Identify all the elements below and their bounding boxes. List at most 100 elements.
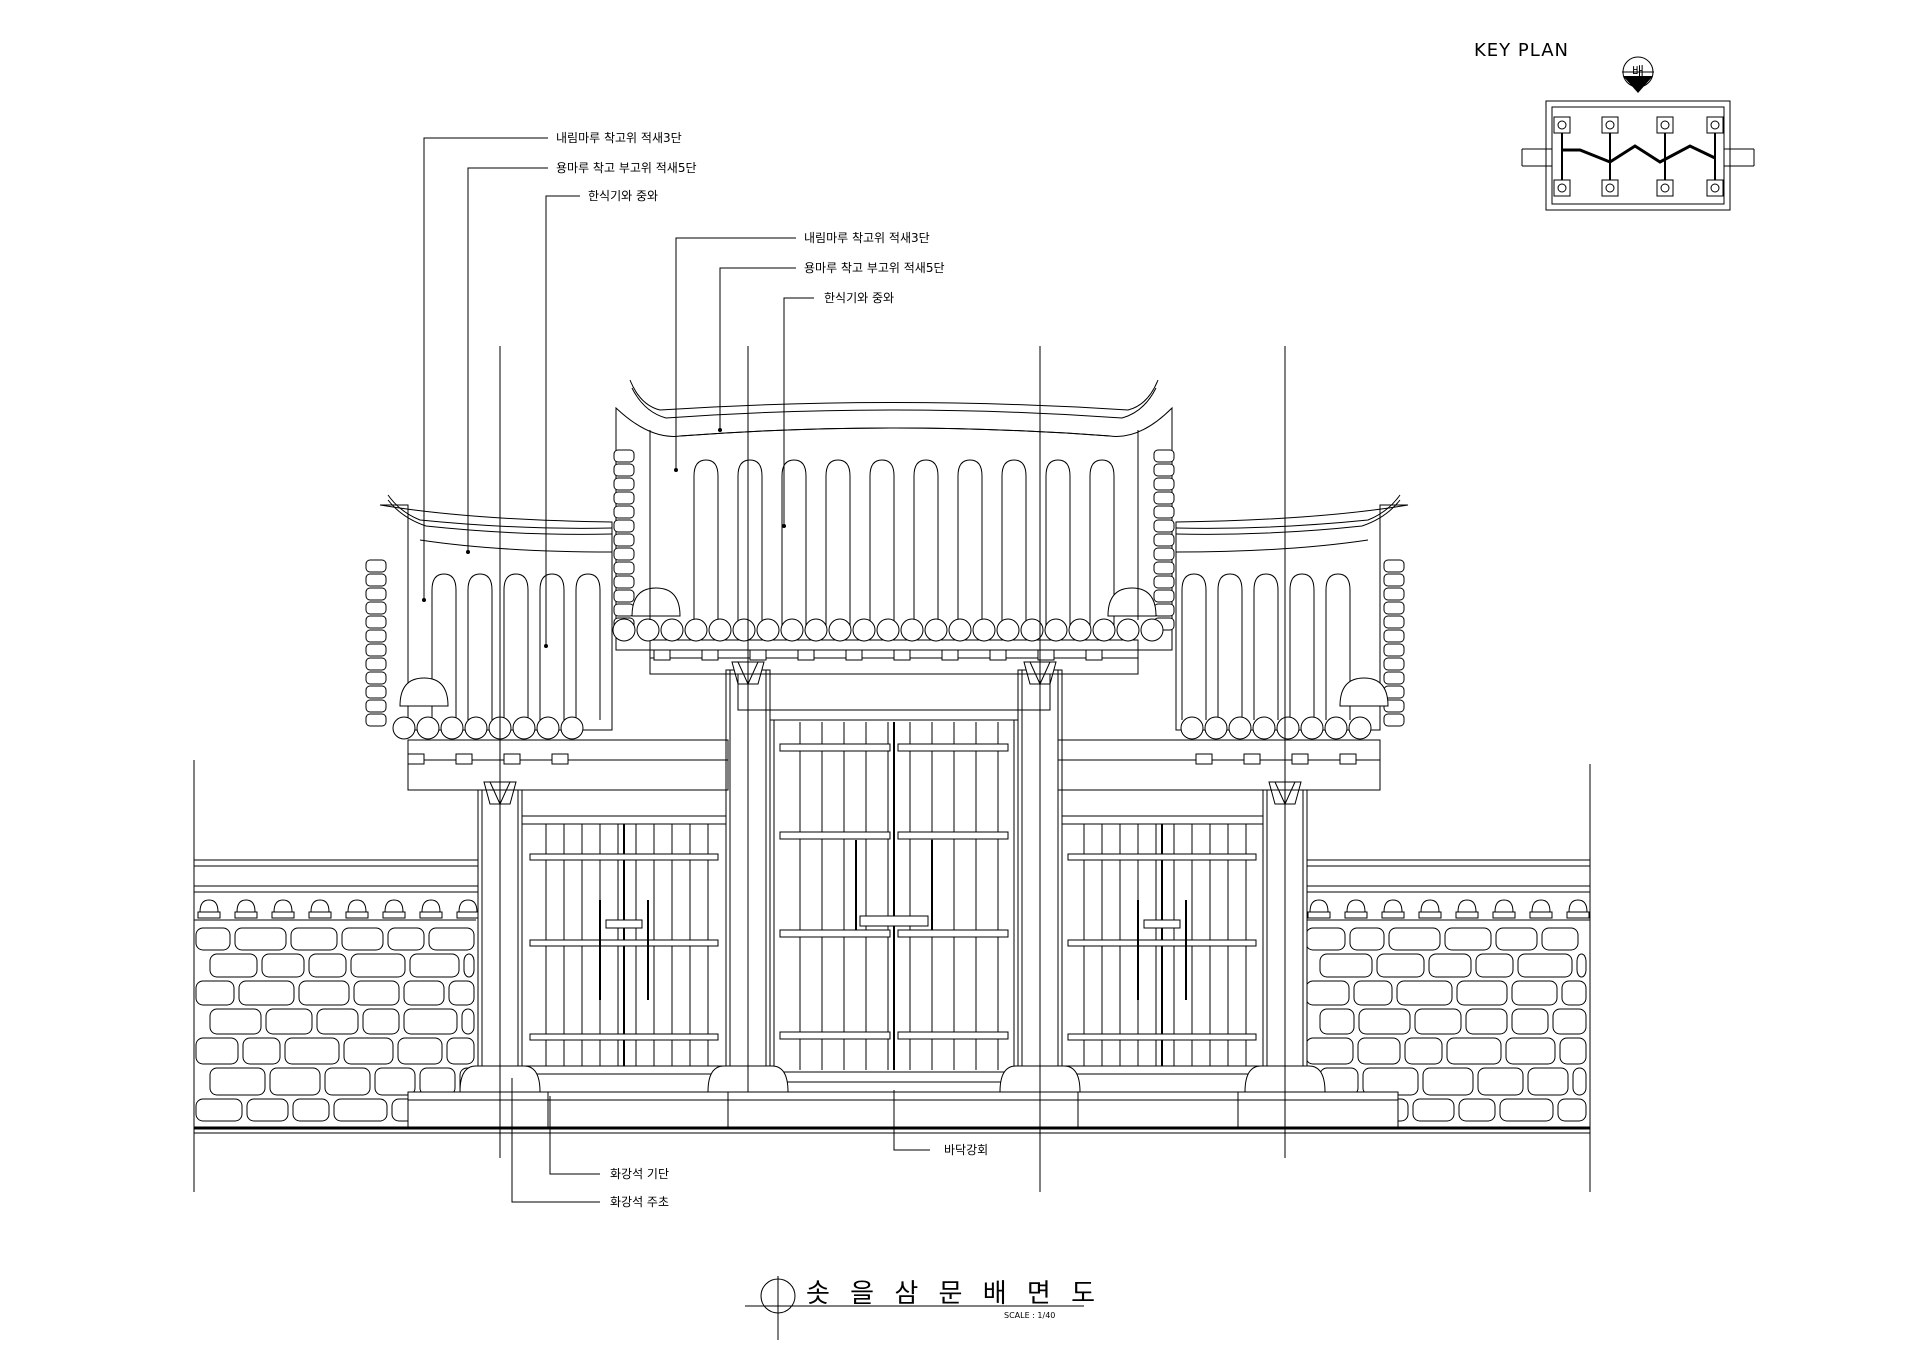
key-plan-column-icon bbox=[1707, 180, 1723, 196]
door-rail bbox=[1068, 854, 1256, 860]
stone-block bbox=[1562, 981, 1586, 1005]
stone-block bbox=[404, 981, 444, 1005]
eave-tile-end bbox=[1229, 717, 1251, 739]
stone-block bbox=[464, 954, 474, 977]
stone-block bbox=[363, 1009, 399, 1034]
rafter-end bbox=[1086, 650, 1102, 660]
stone-block bbox=[410, 954, 459, 977]
eave-tile-end bbox=[441, 717, 463, 739]
eave-tile-end bbox=[853, 619, 875, 641]
stone-block bbox=[1320, 1068, 1358, 1095]
key-plan-column-icon bbox=[1602, 117, 1618, 133]
callout-center-roof-tile: 한식기와 중와 bbox=[824, 291, 894, 305]
stone-block bbox=[1354, 981, 1392, 1005]
roof-tile bbox=[914, 460, 938, 628]
stone-block bbox=[1542, 928, 1578, 950]
eave-tile-end bbox=[513, 717, 535, 739]
key-plan-column-icon bbox=[1707, 117, 1723, 133]
rafter-end bbox=[552, 754, 568, 764]
key-plan-outline bbox=[1522, 101, 1754, 210]
roof-tile bbox=[1254, 574, 1278, 720]
stone-block bbox=[1478, 1068, 1523, 1095]
stone-block bbox=[1350, 928, 1384, 950]
eave-tile-end bbox=[537, 717, 559, 739]
callouts-left: 내림마루 착고위 적새3단 용마루 착고 부고위 적새5단 한식기와 중와 bbox=[556, 131, 697, 203]
roof-tile bbox=[870, 460, 894, 628]
eave-tile-end bbox=[1277, 717, 1299, 739]
door-latch-icon bbox=[1144, 920, 1180, 928]
eave-tile-end bbox=[1021, 619, 1043, 641]
stone-block bbox=[210, 954, 257, 977]
callout-floor-lime: 바닥강회 bbox=[944, 1143, 988, 1157]
stone-wall bbox=[196, 928, 1586, 1121]
eave-tile-end bbox=[1301, 717, 1323, 739]
roof-tile bbox=[738, 460, 762, 628]
callout-granite-platform: 화강석 기단 bbox=[610, 1167, 669, 1181]
eave-tile-end bbox=[1069, 619, 1091, 641]
door-rail bbox=[780, 1032, 890, 1039]
stone-block bbox=[1445, 928, 1491, 950]
eave-tile-end bbox=[685, 619, 707, 641]
side-gate-doors bbox=[530, 824, 1256, 1066]
granite-platform bbox=[408, 1092, 1398, 1128]
door-rail bbox=[780, 744, 890, 751]
callouts-center: 내림마루 착고위 적새3단 용마루 착고 부고위 적새5단 한식기와 중와 bbox=[804, 231, 945, 305]
eave-tile-end bbox=[829, 619, 851, 641]
rafter-end bbox=[798, 650, 814, 660]
stone-block bbox=[462, 1009, 474, 1034]
roof-tile bbox=[576, 574, 600, 720]
wall-coping-tiles bbox=[194, 900, 1590, 920]
door-rail bbox=[1068, 1034, 1256, 1040]
stone-block bbox=[293, 1099, 329, 1121]
stone-block bbox=[235, 928, 286, 950]
eave-tile-end bbox=[709, 619, 731, 641]
stone-block bbox=[309, 954, 346, 977]
stone-block bbox=[299, 981, 349, 1005]
stone-block bbox=[1506, 1038, 1555, 1064]
roof-tile bbox=[1182, 574, 1206, 720]
stone-block bbox=[1457, 981, 1507, 1005]
stone-block bbox=[351, 954, 405, 977]
stone-block bbox=[291, 928, 337, 950]
roof-tile bbox=[1046, 460, 1070, 628]
eave-tile-end bbox=[1045, 619, 1067, 641]
roof-tile bbox=[1002, 460, 1026, 628]
stone-block bbox=[1459, 1099, 1495, 1121]
eave-tile-end bbox=[733, 619, 755, 641]
stone-block bbox=[210, 1009, 261, 1034]
stone-block bbox=[1512, 1009, 1548, 1034]
door-rail bbox=[780, 930, 890, 937]
door-rail bbox=[530, 1034, 718, 1040]
drawing-title: 솟 을 삼 문 배 면 도 bbox=[806, 1279, 1101, 1309]
eave-tile-end bbox=[1253, 717, 1275, 739]
eave-tile-end bbox=[1093, 619, 1115, 641]
stone-block bbox=[344, 1038, 393, 1064]
stone-block bbox=[1320, 1009, 1354, 1034]
rafter-end bbox=[846, 650, 862, 660]
eave-tile-end bbox=[805, 619, 827, 641]
roof-tile bbox=[782, 460, 806, 628]
stone-block bbox=[1359, 1009, 1410, 1034]
key-plan-column-icon bbox=[1554, 180, 1570, 196]
door-rail bbox=[530, 854, 718, 860]
key-plan: KEY PLAN 배 bbox=[1474, 40, 1754, 210]
eave-tile-end bbox=[757, 619, 779, 641]
stone-block bbox=[1447, 1038, 1501, 1064]
stone-block bbox=[325, 1068, 370, 1095]
eave-tile-end bbox=[661, 619, 683, 641]
stone-block bbox=[388, 928, 424, 950]
stone-block bbox=[210, 1068, 265, 1095]
stone-block bbox=[1423, 1068, 1473, 1095]
center-lines bbox=[500, 346, 1285, 1192]
stone-block bbox=[196, 981, 234, 1005]
stone-block bbox=[1397, 981, 1452, 1005]
roof-tile bbox=[468, 574, 492, 720]
eave-tile-end bbox=[997, 619, 1019, 641]
rafter-end bbox=[702, 650, 718, 660]
drawing-scale: SCALE : 1/40 bbox=[1004, 1311, 1055, 1320]
callout-dots bbox=[422, 428, 786, 648]
stone-block bbox=[398, 1038, 442, 1064]
door-latch-icon bbox=[860, 916, 928, 926]
ground-line bbox=[194, 1128, 1590, 1133]
eave-tile-end bbox=[1141, 619, 1163, 641]
